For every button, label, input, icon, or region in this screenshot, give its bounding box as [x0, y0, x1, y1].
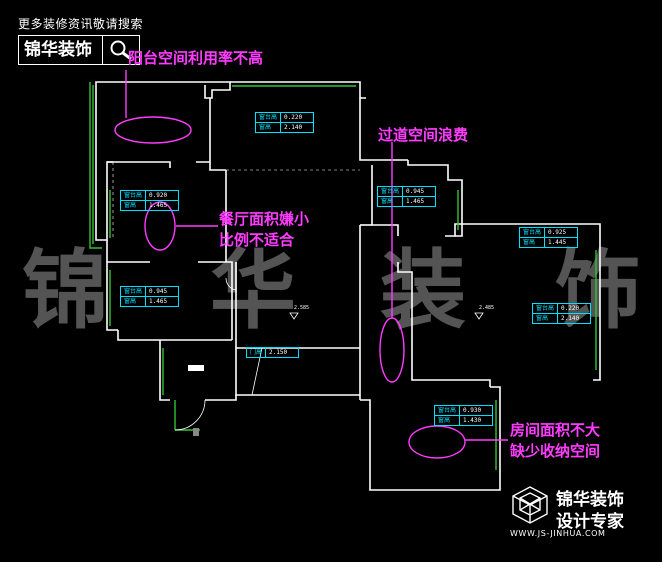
entry-left: [159, 340, 170, 401]
room-ellipse: [408, 425, 466, 459]
level-a: 2.585: [294, 305, 310, 311]
watermark-char-3: 装: [380, 240, 466, 341]
logo-text: 锦华装饰: [19, 36, 103, 64]
living-wall-left-ext: [106, 240, 118, 331]
top-note: 更多装修资讯敬请搜索: [18, 17, 144, 31]
corridor-ellipse: [379, 317, 405, 383]
brand-line-2: 设计专家: [556, 512, 624, 532]
search-icon[interactable]: [103, 36, 139, 64]
brand-cube-icon: [512, 486, 548, 524]
living-wall-top: [230, 81, 366, 99]
balcony-ellipse: [114, 116, 192, 144]
upper-left-room-wall-2: [196, 98, 211, 163]
brand-url: WWW.JS-JINHUA.COM: [510, 529, 606, 538]
annotation-balcony: 阳台空间利用率不高: [128, 49, 264, 67]
right-room: [445, 223, 601, 381]
right-upper-room-inner: [371, 165, 399, 236]
watermark-char-2: 华: [210, 240, 296, 341]
search-logo-box[interactable]: 锦华装饰: [18, 35, 140, 65]
watermark-char-1: 锦: [22, 240, 108, 341]
level-b: 2.485: [479, 305, 495, 311]
annotation-dining-1: 餐厅面积嫌小: [219, 210, 310, 228]
brand-line-1: 锦华装饰: [556, 490, 624, 510]
balcony-window: [89, 82, 102, 249]
entry-bottom: [205, 395, 237, 401]
right-upper-room: [407, 160, 463, 237]
annotation-dining-2: 比例不适合: [219, 231, 295, 249]
left-room-bottom: [117, 330, 232, 341]
annotation-room-2: 缺少收纳空间: [510, 442, 601, 460]
watermark-char-4: 饰: [555, 240, 641, 341]
upper-left-room-wall: [107, 161, 171, 168]
brand-block: 锦华装饰 设计专家 WWW.JS-JINHUA.COM: [510, 485, 650, 545]
bottom-room: [360, 386, 501, 491]
partition: [198, 261, 233, 340]
annotation-corridor: 过道空间浪费: [378, 126, 469, 144]
mid-wall: [209, 162, 226, 171]
annotation-room-1: 房间面积不大: [510, 421, 601, 439]
